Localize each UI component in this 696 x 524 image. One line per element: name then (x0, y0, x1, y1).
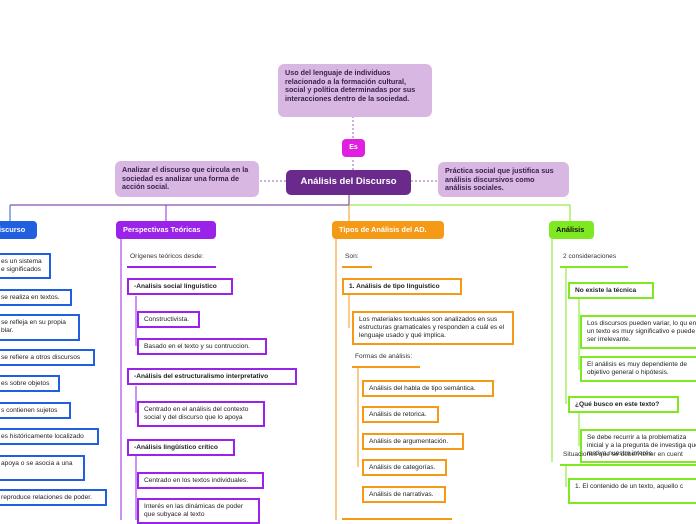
tipos-forma-item[interactable]: Análisis de categorías. (362, 459, 447, 476)
es-connector-node[interactable]: Es (342, 139, 365, 157)
discurso-item[interactable]: se realiza en textos. (0, 289, 72, 306)
tipos-first-description[interactable]: Los materiales textuales son analizados … (352, 311, 514, 345)
analisis-q2-item[interactable]: Se debe recurrir a la problematiza inici… (580, 429, 696, 463)
tipos-first-type[interactable]: 1. Análisis de tipo linguistico (342, 278, 462, 295)
perspectivas-item[interactable]: Centrado en los textos individuales. (137, 472, 264, 489)
discurso-item[interactable]: se refleja en su propia blar. (0, 314, 80, 341)
left-definition-bubble[interactable]: Analizar el discurso que circula en la s… (115, 161, 259, 197)
tipos-subtitle[interactable]: Son: (342, 253, 372, 268)
analisis-q1-item[interactable]: El análisis es muy dependiente de objeti… (580, 356, 696, 382)
tipos-forma-item[interactable]: Análisis de retorica. (362, 406, 439, 423)
tipos-forma-item[interactable]: Análisis de narrativas. (362, 486, 446, 503)
tipos-forma-item[interactable]: Análisis del habla de tipo semántica. (362, 380, 494, 397)
discurso-item[interactable]: reproduce relaciones de poder. (0, 489, 107, 506)
top-definition-bubble[interactable]: Uso del lenguaje de individuos relaciona… (278, 64, 432, 117)
analisis-q1-item[interactable]: Los discursos pueden variar, lo qu en un… (580, 315, 696, 349)
tipos-formas-label[interactable]: Formas de análisis: (352, 353, 420, 368)
branch-tipos-header[interactable]: Tipos de Análisis del AD. (332, 221, 444, 239)
discurso-item[interactable]: s contienen sujetos (0, 402, 71, 419)
branch-analisis-header[interactable]: Análisis (549, 221, 594, 239)
analisis-situaciones-item[interactable]: 1. El contenido de un texto, aquello c (568, 478, 696, 504)
discurso-item[interactable]: apoya o se asocia a una (0, 455, 85, 481)
tipos-more-divider (342, 518, 452, 520)
analisis-subtitle[interactable]: 2 consideraciones (560, 253, 628, 268)
perspectivas-item[interactable]: Basado en el texto y su contruccion. (137, 338, 267, 355)
right-definition-bubble[interactable]: Práctica social que justifica sus anális… (438, 162, 569, 197)
tipos-forma-item[interactable]: Análisis de argumentación. (362, 433, 464, 450)
discurso-item[interactable]: es históricamente localizado (0, 428, 99, 445)
perspectivas-item[interactable]: Interés en las dinámicas de poder que su… (137, 498, 260, 524)
perspectivas-subtitle[interactable]: Orígenes teóricos desde: (127, 253, 216, 268)
analisis-situaciones[interactable]: Situaciones que se deben tener en cuent (560, 451, 696, 466)
discurso-item[interactable]: es sobre objetos (0, 375, 60, 392)
perspectivas-group-3[interactable]: -Análisis lingüístico crítico (127, 439, 235, 456)
central-topic[interactable]: Análisis del Discurso (286, 170, 411, 195)
discurso-item[interactable]: es un sistema e significados (0, 253, 51, 279)
discurso-item[interactable]: se refiere a otros discursos (0, 349, 95, 366)
branch-discurso-header[interactable]: iscurso (0, 221, 37, 239)
perspectivas-group-2[interactable]: -Análisis del estructuralismo interpreta… (127, 368, 297, 385)
analisis-q1[interactable]: No existe la técnica (568, 282, 654, 299)
trunk-green (349, 204, 571, 221)
perspectivas-item[interactable]: Constructivista. (137, 311, 200, 328)
analisis-q2[interactable]: ¿Qué busco en este texto? (568, 396, 679, 413)
perspectivas-group-1[interactable]: -Analisis social linguistico (127, 278, 233, 295)
perspectivas-item[interactable]: Centrado en el análisis del contexto soc… (137, 401, 265, 427)
branch-perspectivas-header[interactable]: Perspectivas Teóricas (116, 221, 216, 239)
